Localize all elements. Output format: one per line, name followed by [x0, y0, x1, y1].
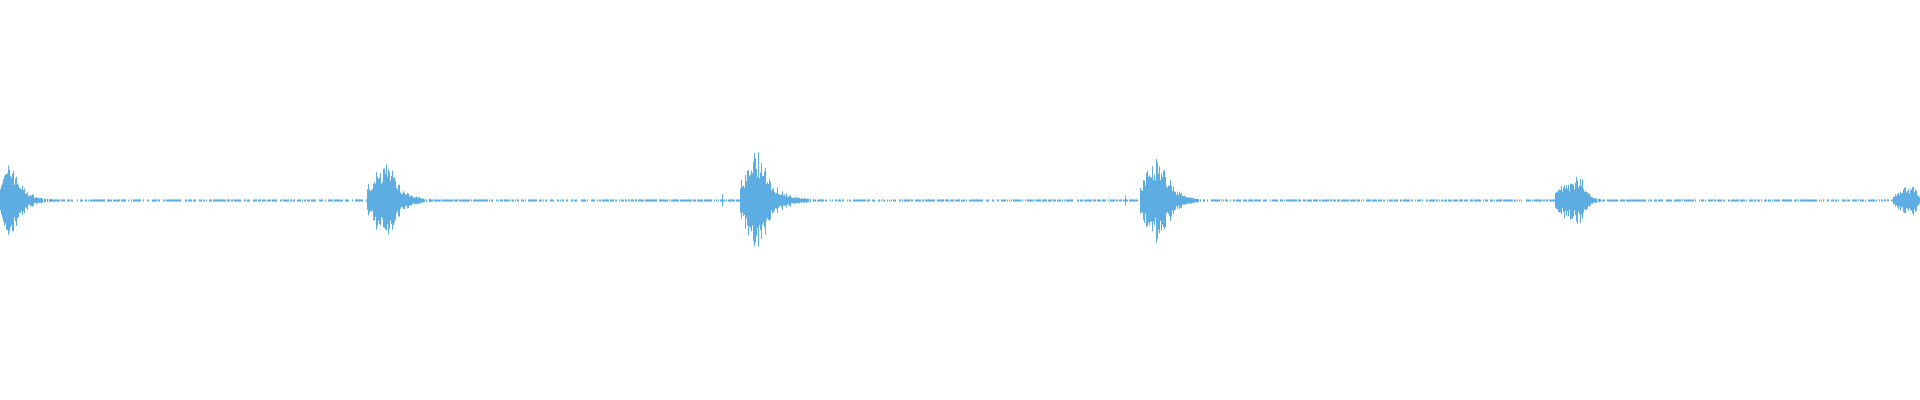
- waveform-path: [0, 152, 1920, 247]
